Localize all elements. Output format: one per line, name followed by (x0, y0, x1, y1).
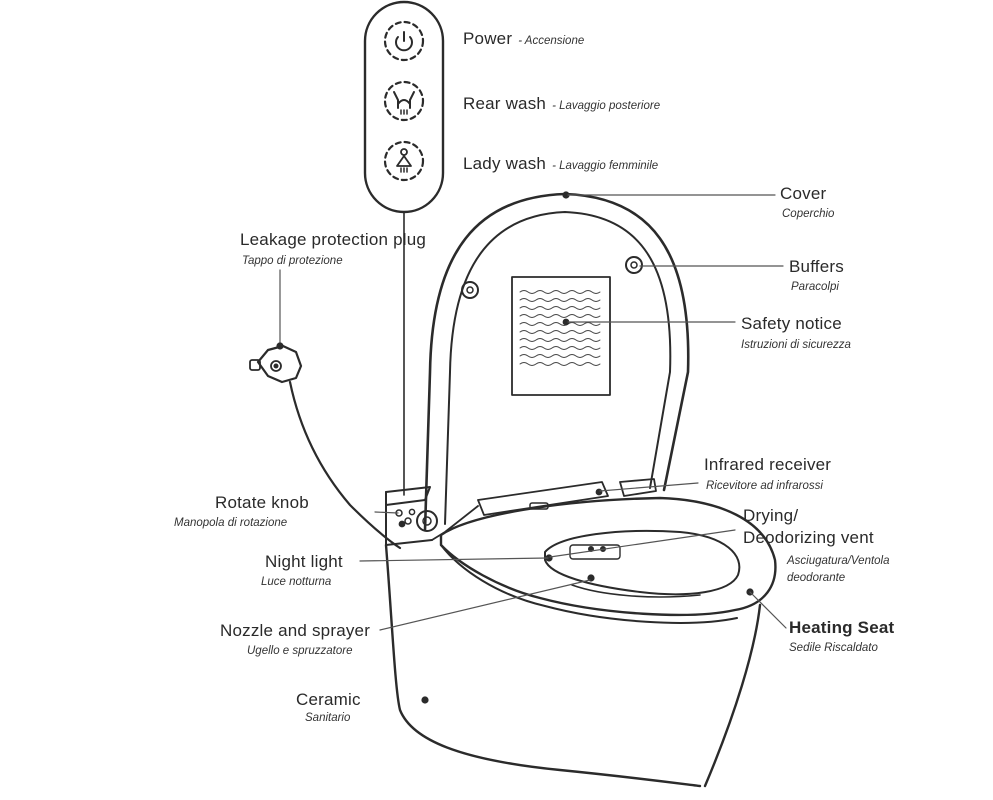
leakage-label-en: Leakage protection plug (240, 230, 427, 249)
rear-wash-label: Rear wash - Lavaggio posteriore (463, 95, 660, 113)
toilet-cover (416, 191, 690, 532)
toilet-seat (439, 496, 777, 624)
night-light-label-it: Luce notturna (261, 576, 332, 588)
safety-notice-sticker (511, 276, 611, 396)
buffers-label-it: Paracolpi (791, 281, 839, 293)
lady-wash-label-en: Lady wash (463, 154, 547, 173)
buffers-label-en: Buffers (789, 257, 844, 276)
lady-wash-label: Lady wash - Lavaggio femminile (463, 155, 658, 173)
leakage-label-it: Tappo di protezione (242, 255, 343, 267)
leader-lines (359, 194, 787, 631)
rear-wash-label-en: Rear wash (463, 94, 547, 113)
cover-label-en: Cover (780, 184, 827, 203)
ceramic-label-it: Sanitario (305, 712, 351, 724)
rotate-label-en: Rotate knob (215, 493, 309, 512)
lady-wash-label-it: - Lavaggio femminile (552, 160, 659, 172)
lady-wash-icon[interactable] (383, 140, 425, 182)
heating-label-en: Heating Seat (789, 618, 895, 637)
night-light-label-en: Night light (265, 552, 343, 571)
cover-label-it: Coperchio (782, 208, 835, 220)
drying-label-en-2: Deodorizing vent (743, 528, 874, 547)
safety-label-it: Istruzioni di sicurezza (741, 339, 851, 351)
power-icon[interactable] (383, 20, 425, 62)
drying-label-en-1: Drying/ (743, 506, 799, 525)
drying-label-it-1: Asciugatura/Ventola (787, 555, 890, 567)
rear-wash-icon[interactable] (383, 80, 425, 122)
infrared-label-it: Ricevitore ad infrarossi (706, 480, 823, 492)
drying-label-it-2: deodorante (787, 572, 846, 584)
nozzle-label-en: Nozzle and sprayer (220, 621, 371, 640)
power-label: Power - Accensione (463, 30, 584, 48)
heating-label-it: Sedile Riscaldato (789, 642, 878, 654)
infrared-label-en: Infrared receiver (704, 455, 832, 474)
ceramic-label-en: Ceramic (296, 690, 361, 709)
power-label-en: Power (463, 29, 513, 48)
rear-wash-label-it: - Lavaggio posteriore (552, 100, 661, 112)
ceramic-body (384, 543, 762, 788)
power-label-it: - Accensione (518, 35, 585, 47)
remote-control (363, 0, 445, 496)
rotate-label-it: Manopola di rotazione (174, 517, 288, 529)
nozzle-label-it: Ugello e spruzzatore (247, 645, 353, 657)
safety-label-en: Safety notice (741, 314, 842, 333)
